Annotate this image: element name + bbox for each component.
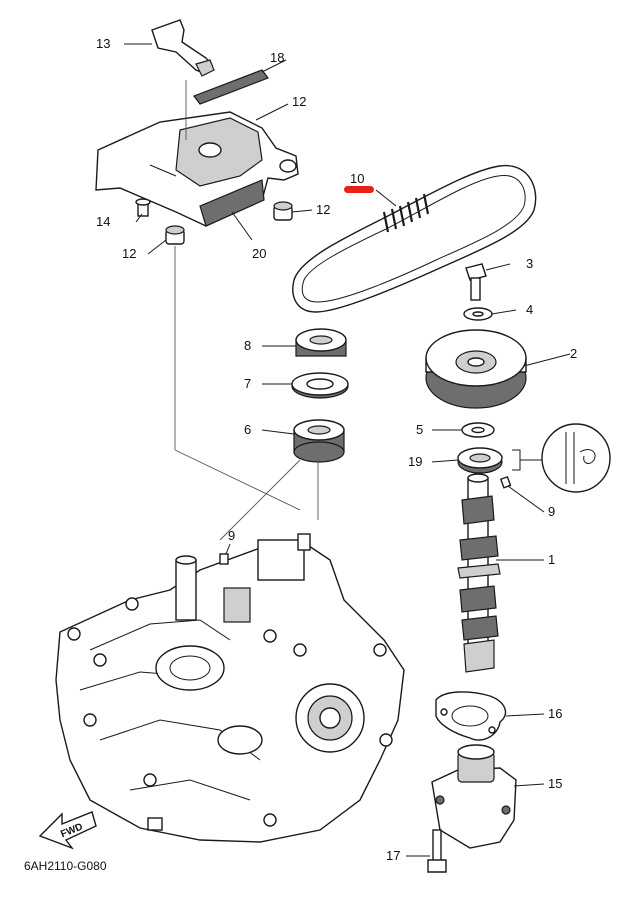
callout-1: 1 (548, 552, 555, 567)
part-3-bolt[interactable] (465, 263, 487, 301)
callout-16: 16 (548, 706, 562, 721)
callout-7: 7 (244, 376, 251, 391)
callout-19: 18 (270, 50, 284, 65)
part-2-camshaft-pulley[interactable] (425, 329, 527, 409)
part-1-camshaft[interactable] (457, 473, 501, 673)
part-5-washer[interactable] (461, 422, 495, 438)
part-9-dowel-left[interactable] (219, 553, 229, 565)
part-10-timing-belt[interactable] (292, 165, 537, 313)
part-18-oil-seal[interactable] (457, 447, 503, 474)
callout-2: 2 (570, 346, 577, 361)
part-9-dowel-right[interactable] (499, 475, 512, 489)
callout-20: 20 (252, 246, 266, 261)
fwd-arrow-icon: FWD (38, 811, 97, 850)
assembly-guide-lines (174, 80, 319, 541)
part-14-bolt[interactable] (135, 198, 151, 217)
part-4-washer[interactable] (463, 307, 493, 321)
part-15-oil-pump[interactable] (431, 744, 517, 849)
callout-9-right: 9 (548, 504, 555, 519)
part-12-grommet-left[interactable] (165, 225, 185, 245)
callout-4: 4 (526, 302, 533, 317)
callout-9-left: 9 (228, 528, 235, 543)
part-13-bracket[interactable] (151, 19, 215, 77)
callout-13: 13 (96, 36, 110, 51)
power-head-block (55, 533, 405, 843)
part-11-cover[interactable] (95, 111, 299, 227)
callout-14: 14 (96, 214, 110, 229)
callout-3: 3 (526, 256, 533, 271)
callout-6: 6 (244, 422, 251, 437)
part-17-bolt[interactable] (427, 829, 447, 873)
part-7-washer[interactable] (291, 372, 349, 399)
figure-code: 6AH2110-G080 (24, 859, 107, 873)
part-12-grommet-right[interactable] (273, 201, 293, 221)
callout-8: 8 (244, 338, 251, 353)
callout-11: 12 (292, 94, 306, 109)
callout-10: 10 (350, 171, 364, 186)
part-19-plate[interactable] (193, 69, 269, 105)
part-8-nut[interactable] (295, 328, 347, 357)
callout-15: 15 (548, 776, 562, 791)
callout-12-left: 12 (122, 246, 136, 261)
callout-leaders (124, 43, 571, 857)
part-16-gasket[interactable] (435, 691, 507, 741)
seal-detail-callout (512, 423, 611, 493)
callout-12-right: 12 (316, 202, 330, 217)
callout-10-highlight (344, 186, 374, 193)
callout-18: 19 (408, 454, 422, 469)
callout-17: 17 (386, 848, 400, 863)
callout-5: 5 (416, 422, 423, 437)
part-6-crank-pulley[interactable] (293, 419, 345, 463)
callout-numbers: 13 18 12 10 14 12 12 20 3 4 2 8 7 6 5 19… (24, 36, 577, 873)
